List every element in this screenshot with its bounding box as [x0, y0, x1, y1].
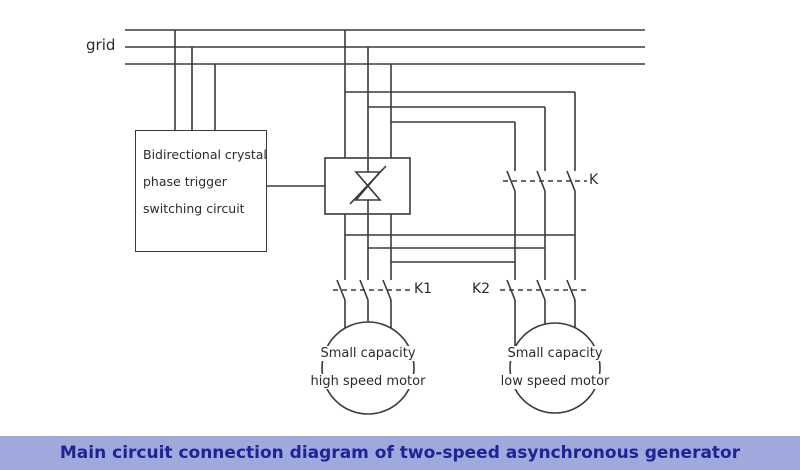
contactor-k1-contacts: [333, 272, 411, 328]
caption-bar: Main circuit connection diagram of two-s…: [0, 436, 800, 470]
high-speed-motor-label-line-2: high speed motor: [308, 374, 428, 389]
low-speed-motor-icon: [509, 322, 601, 414]
trigger-feed-wires: [174, 30, 216, 130]
triac-icon: [349, 158, 387, 214]
low-speed-motor-label: Small capacity low speed motor: [470, 340, 640, 396]
high-speed-motor-label-line-1: Small capacity: [318, 346, 418, 361]
contactor-k-contacts: [503, 163, 587, 272]
grid-lines: [125, 29, 645, 65]
trigger-box-line-3: switching circuit: [143, 201, 245, 216]
trigger-box-line-1: Bidirectional crystal: [143, 147, 267, 162]
k-label: K: [589, 172, 599, 188]
high-speed-motor-icon: [321, 321, 415, 415]
k2-label: K2: [472, 281, 491, 297]
trigger-box: Bidirectional crystal phase trigger swit…: [135, 130, 267, 252]
caption-text: Main circuit connection diagram of two-s…: [59, 443, 741, 463]
grid-label: grid: [86, 36, 116, 54]
low-speed-motor-label-line-1: Small capacity: [505, 346, 605, 361]
trigger-box-line-2: phase trigger: [143, 174, 227, 189]
k1-label: K1: [414, 281, 433, 297]
high-speed-motor-label: Small capacity high speed motor: [283, 340, 453, 396]
contactor-k2-contacts: [500, 272, 587, 347]
low-speed-motor-label-line-2: low speed motor: [498, 374, 612, 389]
bypass-tap-wires: [345, 91, 576, 163]
merge-wires: [345, 234, 575, 263]
